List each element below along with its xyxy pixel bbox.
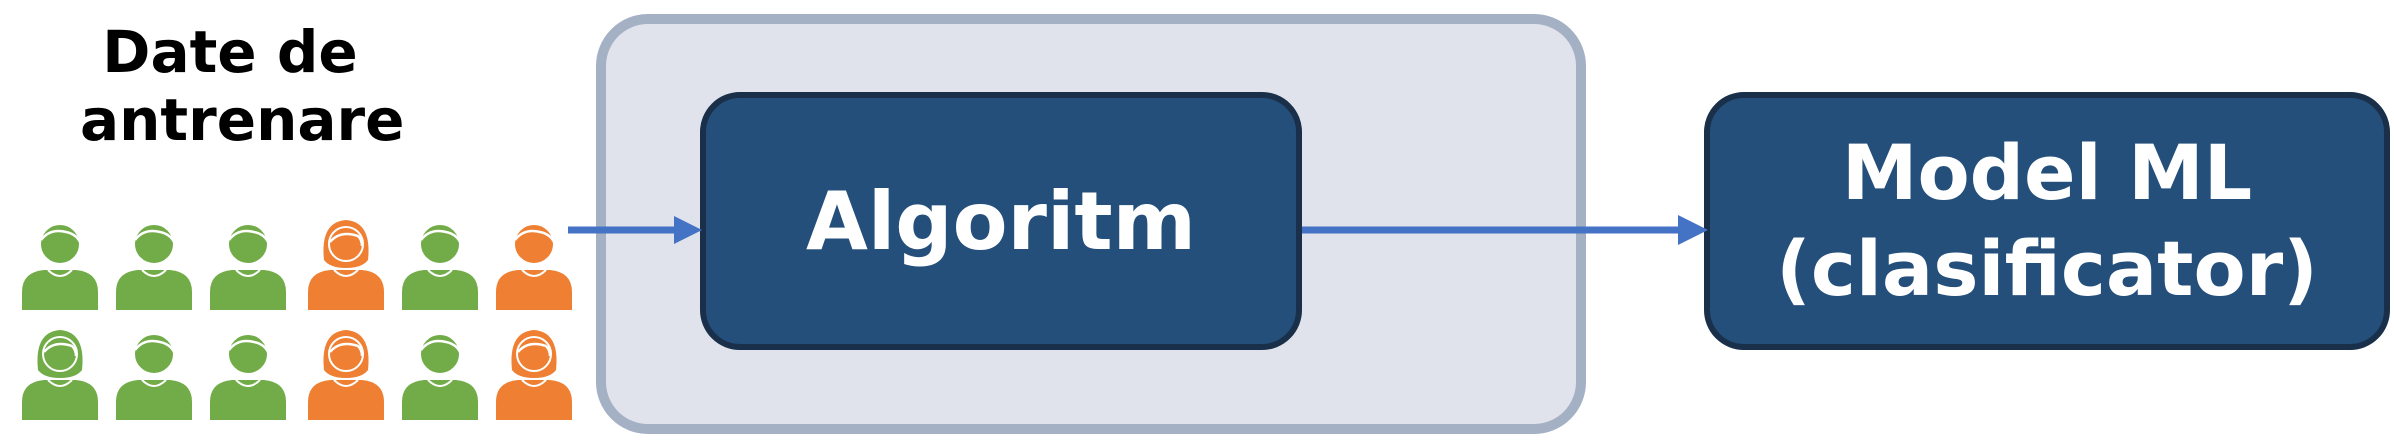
male-person-icon <box>22 223 98 310</box>
male-person-icon <box>210 223 286 310</box>
training-data-label-line1: Date de <box>102 18 358 86</box>
model-block: Model ML (clasificator) <box>1704 92 2390 350</box>
algorithm-block: Algoritm <box>700 92 1302 350</box>
female-person-icon <box>308 330 384 420</box>
male-person-icon <box>116 333 192 420</box>
male-person-icon <box>402 223 478 310</box>
male-person-icon <box>402 333 478 420</box>
training-data-label: Date de antrenare <box>80 18 405 154</box>
female-person-icon <box>22 330 98 420</box>
training-data-label-line2: antrenare <box>80 86 405 154</box>
female-person-icon <box>496 330 572 420</box>
male-person-icon <box>116 223 192 310</box>
people-grid <box>0 210 580 430</box>
female-person-icon <box>308 220 384 310</box>
algorithm-label: Algoritm <box>805 174 1197 268</box>
male-person-icon <box>496 223 572 310</box>
model-label-line1: Model ML <box>1841 128 2253 217</box>
model-label-line2: (clasificator) <box>1776 224 2318 313</box>
male-person-icon <box>210 333 286 420</box>
